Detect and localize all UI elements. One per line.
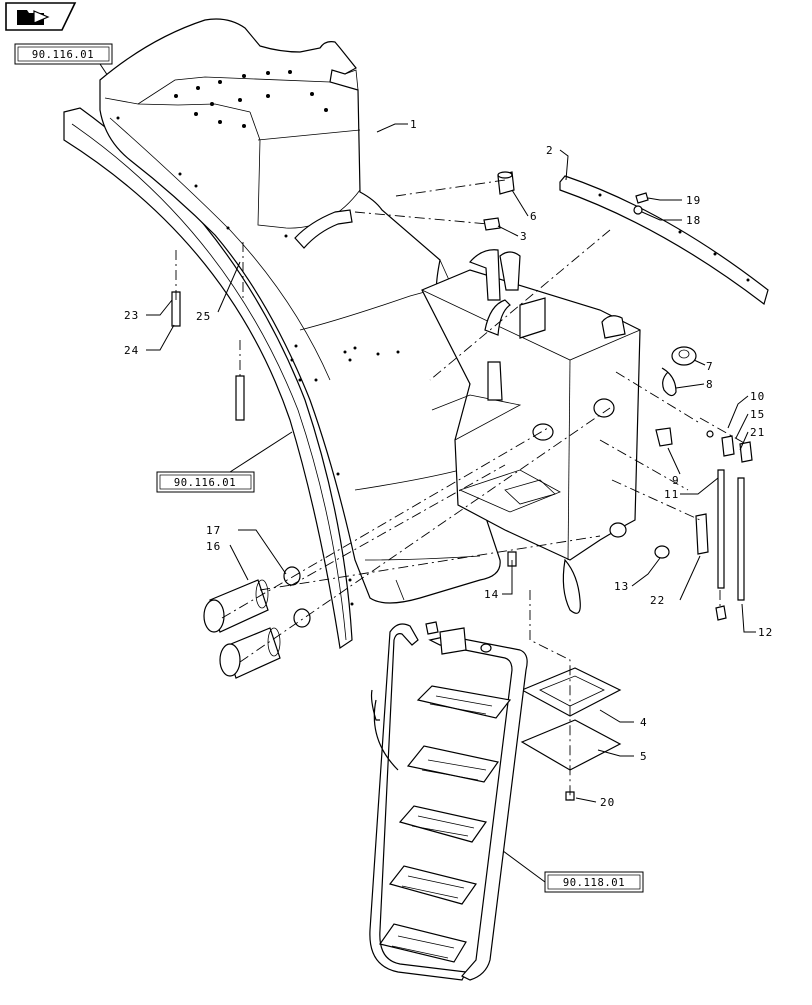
callout-9: 9 [672, 474, 680, 487]
ladder-step-4 [388, 865, 477, 905]
callout-18: 18 [686, 214, 701, 227]
callout-17: 17 [206, 524, 221, 537]
callout-21: 21 [750, 426, 765, 439]
reference-box-ladder[interactable]: 90.118.01 [544, 871, 644, 893]
callout-leaders [146, 123, 756, 803]
clip-9 [655, 427, 673, 447]
washer-18 [633, 205, 643, 215]
reference-label-middle: 90.116.01 [174, 477, 236, 489]
folder-arrow-icon [17, 10, 50, 25]
bolt-19 [635, 192, 649, 204]
callout-1: 1 [410, 118, 418, 131]
ladder-step-3 [398, 805, 488, 843]
callout-2: 2 [546, 144, 554, 157]
clip-10-15-21 [706, 430, 753, 463]
callout-19: 19 [686, 194, 701, 207]
fender-strip [63, 107, 353, 650]
plug-20 [565, 791, 575, 801]
reference-label-ladder: 90.118.01 [563, 877, 625, 889]
callout-23: 23 [124, 309, 139, 322]
callout-11: 11 [664, 488, 679, 501]
callout-14: 14 [484, 588, 499, 601]
fuel-filter-upper [203, 579, 269, 633]
callout-22: 22 [650, 594, 665, 607]
callout-25: 25 [196, 310, 211, 323]
clamp-17 [283, 566, 311, 628]
strip-12 [715, 477, 745, 621]
callout-24: 24 [124, 344, 139, 357]
fuel-filter-lower [219, 627, 281, 679]
strap-bracket [559, 175, 769, 306]
strap-8 [661, 367, 677, 397]
callout-6: 6 [530, 210, 538, 223]
grommet-13 [654, 545, 670, 559]
callout-8: 8 [706, 378, 714, 391]
callout-15: 15 [750, 408, 765, 421]
fuel-tank [421, 249, 641, 614]
bolts-23-24-25 [171, 291, 245, 421]
ladder-step-1 [416, 685, 512, 719]
cover-plate-5 [520, 719, 622, 771]
strip-11 [717, 469, 725, 589]
callout-10: 10 [750, 390, 765, 403]
plate-22 [695, 513, 709, 555]
callout-3: 3 [520, 230, 528, 243]
callout-12: 12 [758, 626, 773, 639]
reference-box-middle[interactable]: 90.116.01 [156, 471, 255, 493]
callout-7: 7 [706, 360, 714, 373]
cap-6 [497, 171, 515, 195]
callout-20: 20 [600, 796, 615, 809]
cap-7 [671, 346, 697, 366]
nav-button[interactable] [5, 2, 77, 31]
callout-5: 5 [640, 750, 648, 763]
callout-16: 16 [206, 540, 221, 553]
reference-box-top[interactable]: 90.116.01 [14, 43, 113, 65]
ladder-step-5 [379, 923, 467, 963]
assembly-lines [175, 179, 747, 800]
fitting-3 [483, 217, 501, 231]
callout-13: 13 [614, 580, 629, 593]
callout-numbers: 1 2 3 4 5 6 7 8 9 10 11 12 13 14 15 16 1… [124, 118, 773, 809]
reference-label-top: 90.116.01 [32, 49, 94, 61]
drain-14 [507, 551, 517, 567]
access-ladder [369, 621, 528, 981]
gasket-4 [520, 667, 622, 717]
callout-4: 4 [640, 716, 648, 729]
